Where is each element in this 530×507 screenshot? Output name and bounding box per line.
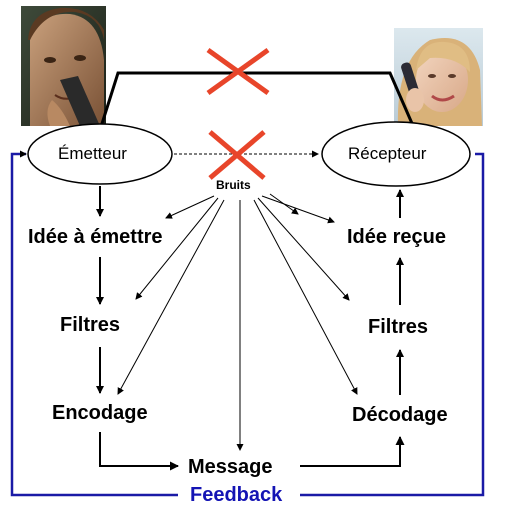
right-step-filters: Filtres bbox=[368, 316, 429, 338]
left-step-filters: Filtres bbox=[60, 314, 121, 336]
noise-label: Bruits bbox=[216, 178, 251, 192]
sender-photo bbox=[21, 6, 106, 126]
left-step-encoding: Encodage bbox=[52, 402, 148, 424]
right-step-idea: Idée reçue bbox=[347, 226, 446, 248]
top-cross-icon bbox=[206, 47, 270, 96]
phone-line bbox=[98, 71, 416, 131]
right-chain-arrows bbox=[300, 189, 405, 467]
left-chain-arrows bbox=[96, 186, 179, 471]
middle-cross-icon bbox=[208, 130, 266, 180]
sender-label: Émetteur bbox=[58, 144, 127, 163]
right-step-decoding: Décodage bbox=[352, 404, 448, 426]
sender-node bbox=[27, 123, 173, 185]
receiver-photo bbox=[394, 28, 483, 126]
feedback-loop bbox=[10, 150, 485, 497]
feedback-label: Feedback bbox=[190, 484, 283, 506]
receiver-node bbox=[321, 121, 471, 187]
receiver-label: Récepteur bbox=[348, 144, 427, 163]
message-label: Message bbox=[188, 456, 273, 478]
noise-arrows bbox=[117, 193, 358, 451]
left-step-idea: Idée à émettre bbox=[28, 226, 163, 248]
